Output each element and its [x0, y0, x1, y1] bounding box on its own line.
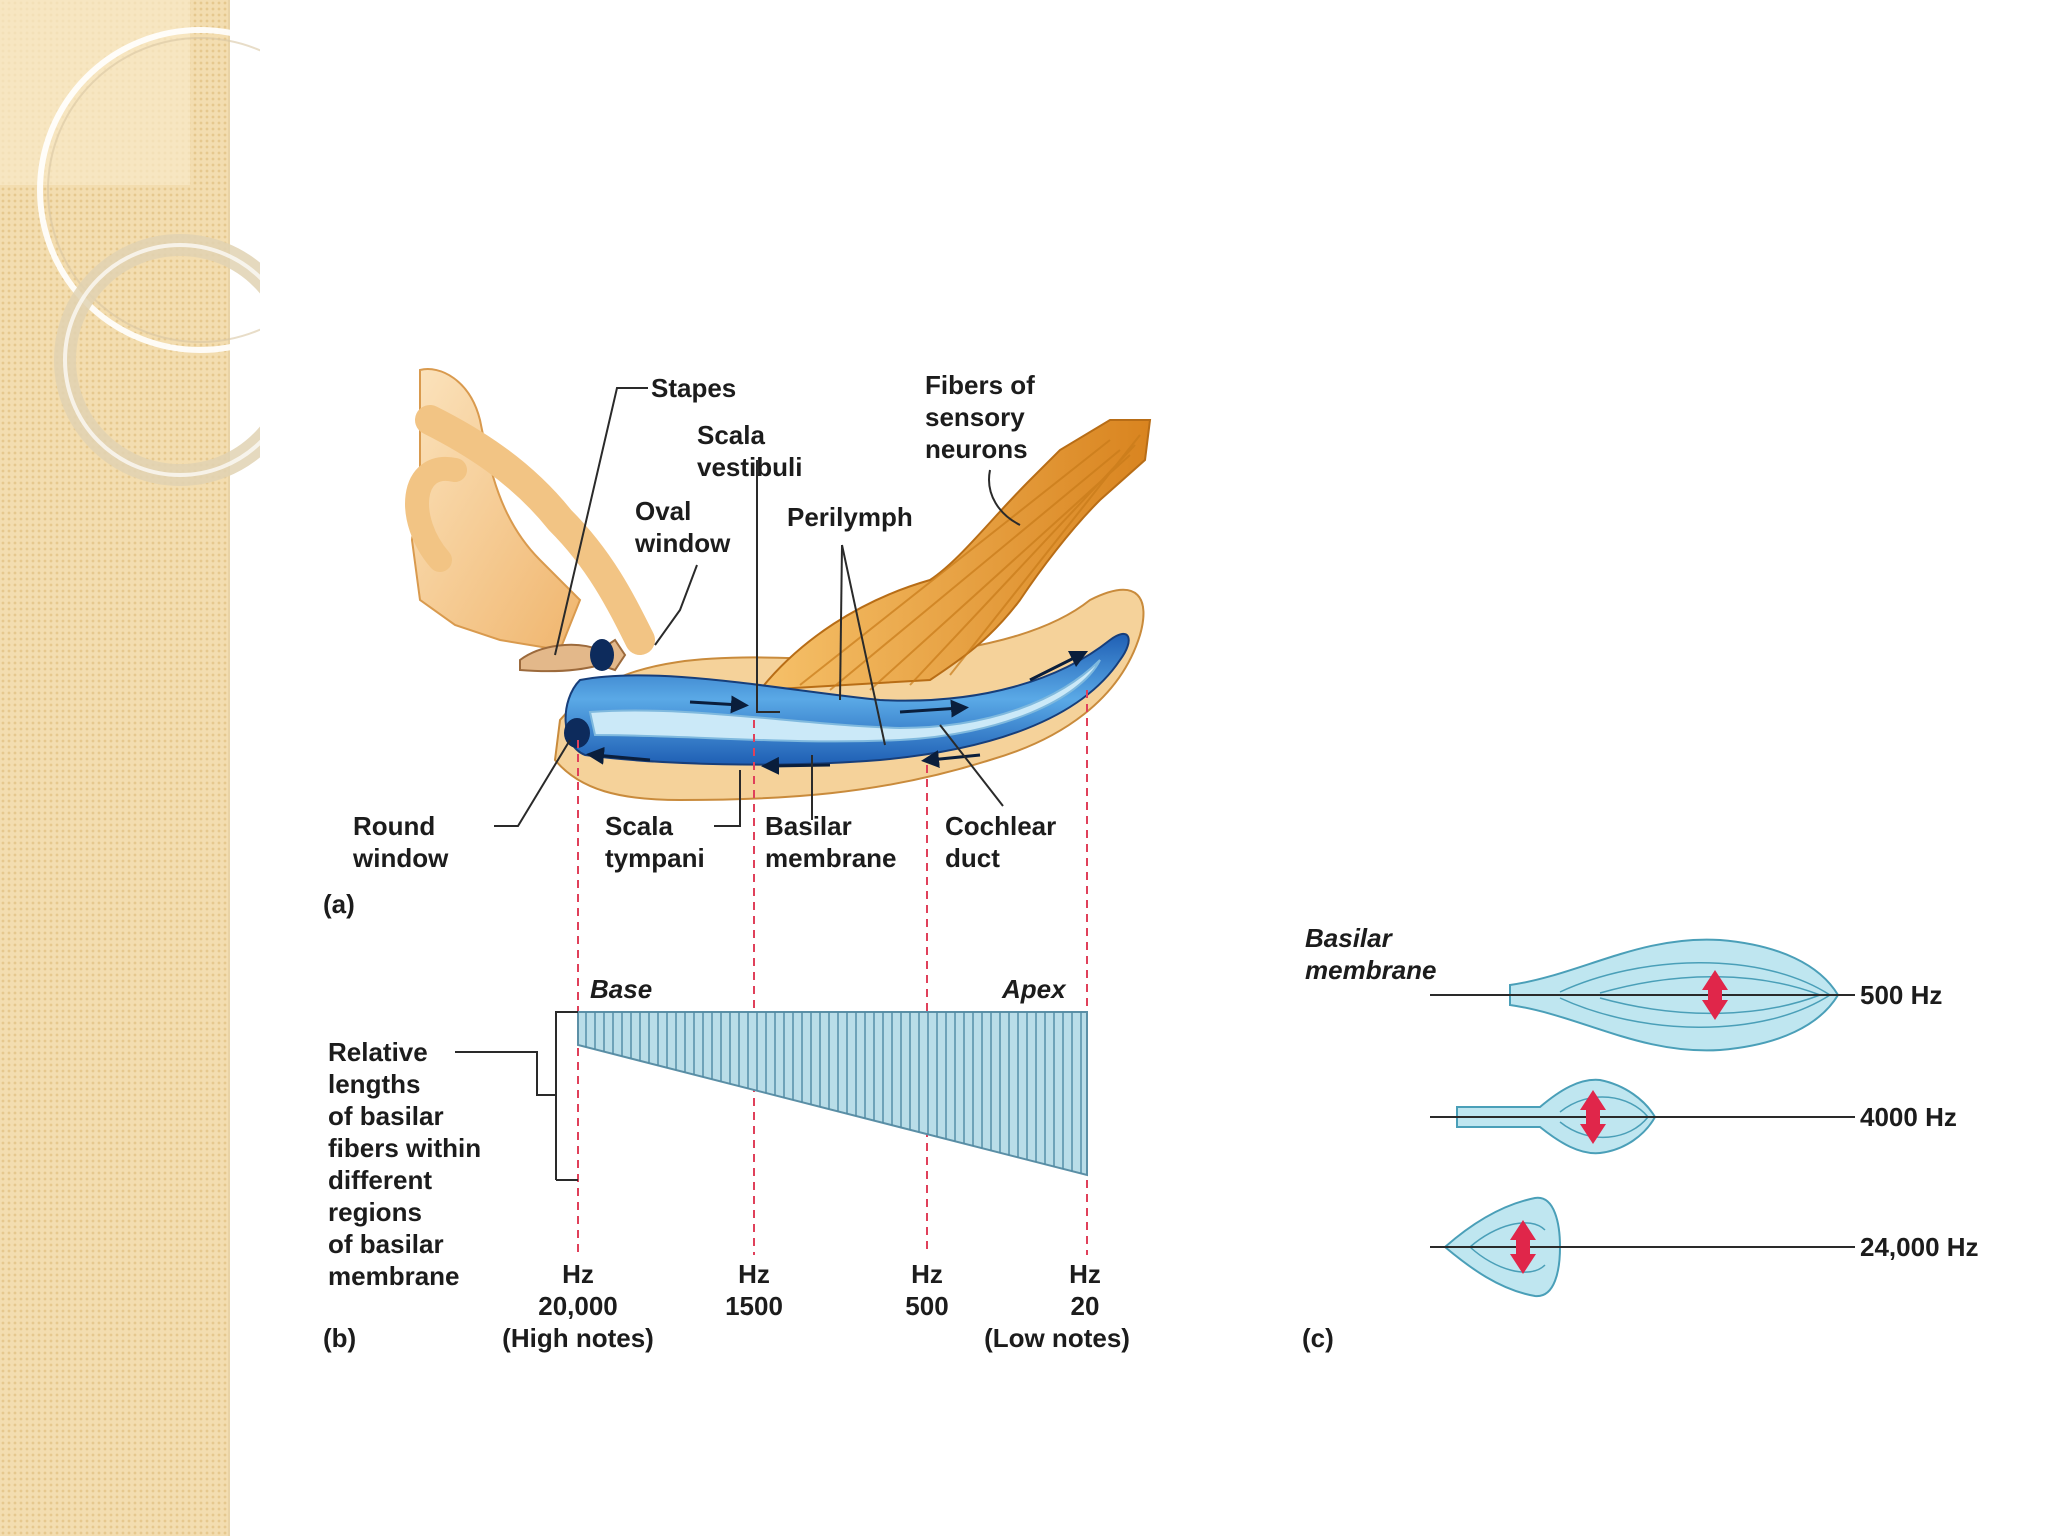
freq-0-unit: Hz: [562, 1259, 594, 1289]
vibration-arrow-24000hz: [1510, 1220, 1536, 1274]
nerve-fiber-lines: [799, 434, 1141, 691]
vibration-arrow-4000hz: [1580, 1090, 1606, 1144]
freq-3-note: (Low notes): [984, 1323, 1130, 1353]
membrane-contours-4000hz: [1559, 1096, 1649, 1139]
label-scala-tympani-1: Scala: [605, 811, 673, 841]
label-scala-vestibuli-1: Scala: [697, 420, 765, 450]
label-perilymph: Perilymph: [787, 502, 913, 532]
cochlear-duct-shape: [588, 659, 1101, 743]
label-round-window-1: Round: [353, 811, 435, 841]
freq-0-note: (High notes): [502, 1323, 654, 1353]
label-relative-lengths-3: of basilar: [328, 1101, 444, 1131]
decorative-ring-small-highlight: [63, 243, 260, 477]
leader-stapes: [554, 387, 648, 656]
flow-arrow-upper-3: [1029, 650, 1089, 682]
label-24000hz: 24,000 Hz: [1860, 1232, 1979, 1262]
leader-fibers: [988, 469, 1021, 526]
label-fibers-3: neurons: [925, 434, 1028, 464]
leader-cochlear-duct: [939, 724, 1004, 807]
leader-perilymph-2: [841, 544, 886, 746]
label-oval-window-1: Oval: [635, 496, 691, 526]
label-basilar-membrane-2: membrane: [765, 843, 897, 873]
label-basilar-membrane-c-1: Basilar: [1305, 923, 1394, 953]
label-scala-vestibuli-2: vestibuli: [697, 452, 802, 482]
decorative-rings: [0, 0, 260, 486]
label-scala-tympani-2: tympani: [605, 843, 705, 873]
vibration-arrow-500hz: [1702, 970, 1728, 1020]
label-basilar-membrane-1: Basilar: [765, 811, 852, 841]
label-relative-lengths-1: Relative: [328, 1037, 428, 1067]
sensory-neuron-fibers: [757, 419, 1152, 692]
label-relative-lengths-8: membrane: [328, 1261, 460, 1291]
relative-lengths-bracket: [455, 1011, 578, 1181]
freq-3-value: 20: [1071, 1291, 1100, 1321]
label-500hz: 500 Hz: [1860, 980, 1942, 1010]
flow-arrow-lower-3: [586, 746, 651, 765]
decorative-ring-large: [37, 27, 260, 353]
leader-round-window: [494, 739, 571, 827]
label-relative-lengths-5: different: [328, 1165, 432, 1195]
label-fibers-1: Fibers of: [925, 370, 1035, 400]
panel-b: Base Apex Relative lengths of basilar fi…: [323, 690, 1130, 1353]
flow-arrow-upper-2: [899, 699, 969, 718]
membrane-4000hz: 4000 Hz: [1430, 1078, 1957, 1155]
leader-perilymph-1: [839, 544, 843, 701]
freq-2-unit: Hz: [911, 1259, 943, 1289]
label-base: Base: [590, 974, 652, 1004]
freq-0-value: 20,000: [538, 1291, 618, 1321]
label-stapes: Stapes: [651, 373, 736, 403]
label-apex: Apex: [1001, 974, 1067, 1004]
label-round-window-2: window: [352, 843, 449, 873]
semicircular-canal-loop: [405, 456, 467, 572]
panel-c-tag: (c): [1302, 1323, 1334, 1353]
basilar-fiber-lines: [585, 1012, 1082, 1174]
label-cochlear-duct-1: Cochlear: [945, 811, 1056, 841]
freq-2-value: 500: [905, 1291, 948, 1321]
decorative-ring-large-shadow: [47, 37, 260, 343]
label-relative-lengths-6: regions: [328, 1197, 422, 1227]
label-oval-window-2: window: [634, 528, 731, 558]
panel-a-artwork: [405, 368, 1152, 802]
panel-a-labels: Stapes Scala vestibuli Fibers of sensory…: [323, 370, 1056, 919]
label-4000hz: 4000 Hz: [1860, 1102, 1957, 1132]
label-relative-lengths-7: of basilar: [328, 1229, 444, 1259]
leader-scala-tympani: [714, 770, 741, 827]
semicircular-canal: [415, 405, 655, 655]
label-basilar-membrane-c-2: membrane: [1305, 955, 1437, 985]
label-relative-lengths-4: fibers within: [328, 1133, 481, 1163]
panel-c: Basilar membrane 500 Hz 4000 Hz 24,000 H…: [1302, 923, 1979, 1353]
leader-oval-window: [654, 564, 698, 646]
oval-window-membrane: [590, 639, 614, 671]
freq-3-unit: Hz: [1069, 1259, 1101, 1289]
membrane-contours-24000hz: [1469, 1222, 1546, 1273]
frequency-scale: Hz 20,000 (High notes) Hz 1500 Hz 500 Hz…: [502, 1259, 1130, 1353]
freq-1-unit: Hz: [738, 1259, 770, 1289]
membrane-contours-500hz: [1559, 962, 1831, 1028]
label-fibers-2: sensory: [925, 402, 1025, 432]
flow-arrow-lower-1: [921, 750, 981, 769]
sidebar-highlight-block: [0, 0, 190, 185]
panel-b-tag: (b): [323, 1323, 356, 1353]
basilar-fiber-wedge: [577, 1011, 1088, 1177]
membrane-24000hz: 24,000 Hz: [1430, 1196, 1979, 1298]
frequency-guide-lines: [577, 690, 1088, 1255]
label-cochlear-duct-2: duct: [945, 843, 1000, 873]
leader-scala-vestibuli: [756, 460, 780, 713]
flow-arrow-lower-2: [761, 756, 831, 775]
flow-arrow-upper-1: [689, 695, 749, 714]
membrane-500hz: 500 Hz: [1430, 938, 1942, 1052]
label-relative-lengths-2: lengths: [328, 1069, 420, 1099]
panel-a-tag: (a): [323, 889, 355, 919]
panel-a-leader-lines: [494, 387, 1021, 827]
freq-1-value: 1500: [725, 1291, 783, 1321]
